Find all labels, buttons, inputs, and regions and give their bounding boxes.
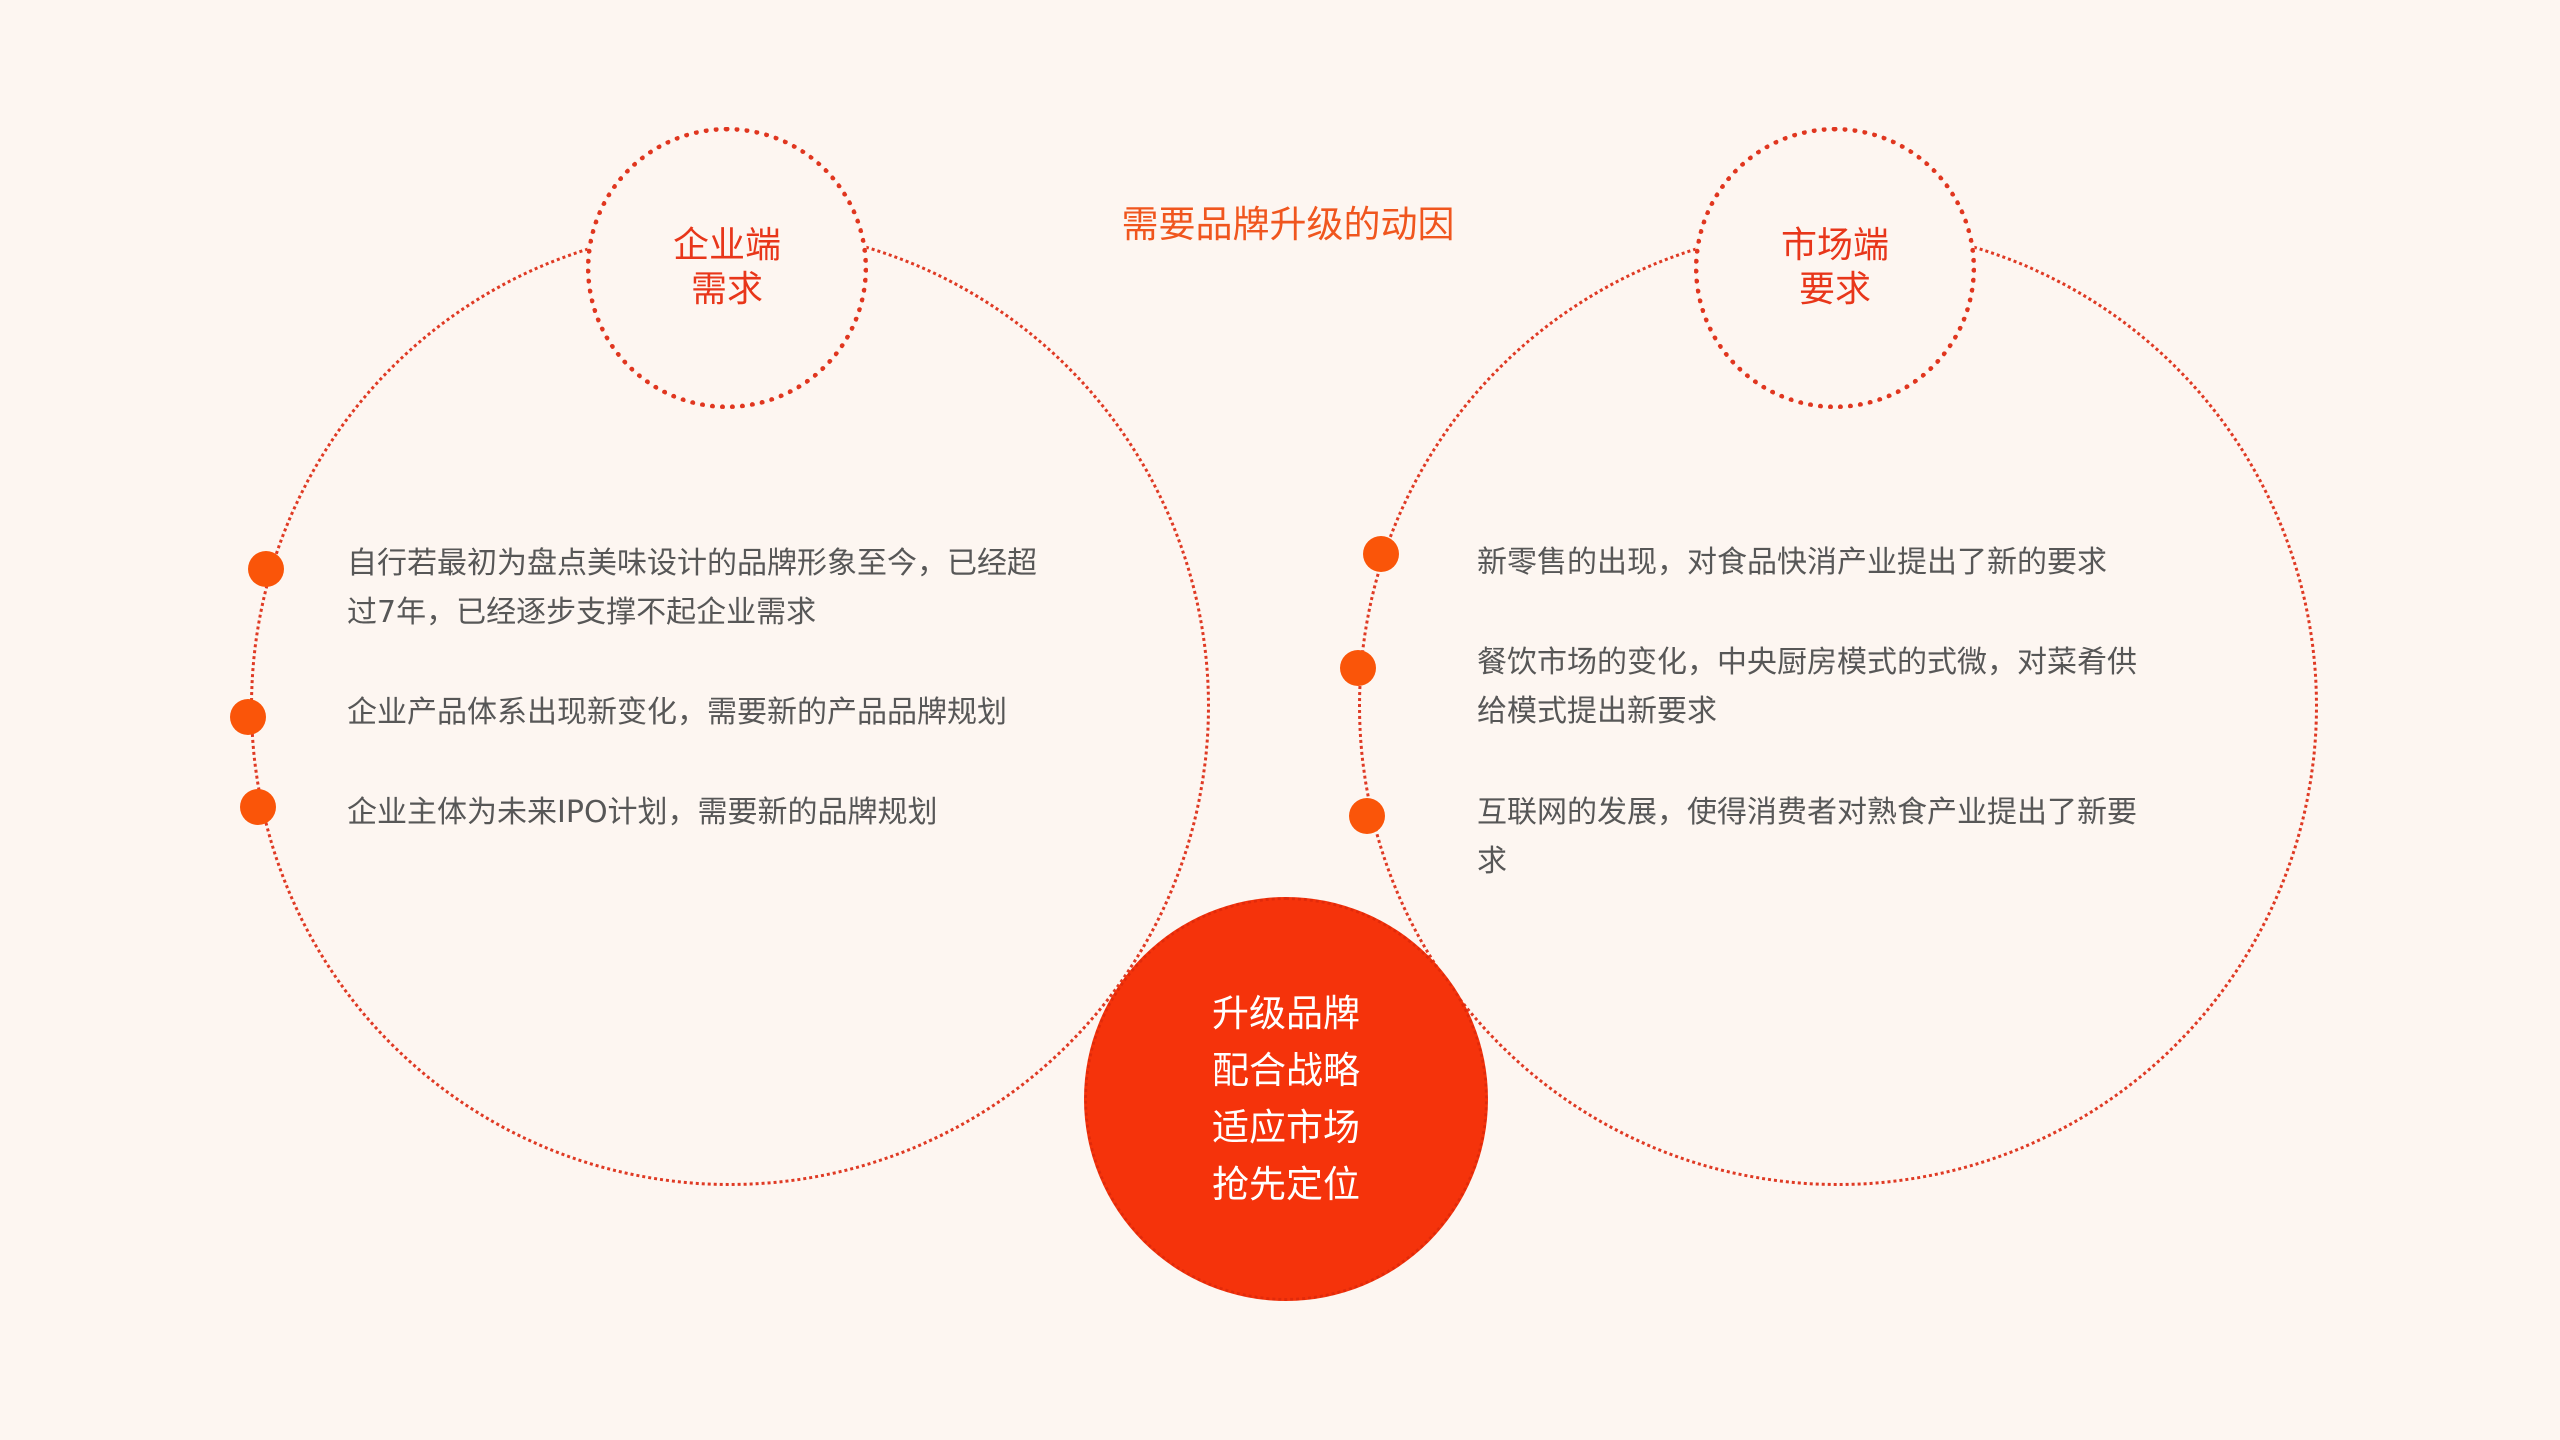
- left-item-1: 自行若最初为盘点美味设计的品牌形象至今，已经超 过7年，已经逐步支撑不起企业需求: [347, 546, 1037, 630]
- enterprise-demand-circle: 企业端 需求: [586, 127, 868, 409]
- bullet-dot-icon: [1363, 536, 1399, 572]
- left-item-3: 企业主体为未来IPO计划，需要新的品牌规划: [347, 795, 938, 830]
- market-requirement-circle: 市场端 要求: [1694, 127, 1976, 409]
- enterprise-demand-label: 企业端 需求: [672, 225, 781, 310]
- core-strategy-circle: 升级品牌 配合战略 适应市场 抢先定位: [1084, 897, 1488, 1301]
- core-line-1: 升级品牌: [1212, 992, 1360, 1035]
- core-strategy-text: 升级品牌 配合战略 适应市场 抢先定位: [1212, 985, 1360, 1213]
- core-line-2: 配合战略: [1212, 1049, 1360, 1092]
- core-line-3: 适应市场: [1212, 1106, 1360, 1149]
- bullet-dot-icon: [230, 699, 266, 735]
- diagram-title: 需要品牌升级的动因: [1121, 203, 1455, 246]
- core-line-4: 抢先定位: [1212, 1163, 1360, 1206]
- bullet-dot-icon: [240, 789, 276, 825]
- left-item-2: 企业产品体系出现新变化，需要新的产品品牌规划: [347, 695, 1007, 730]
- bullet-dot-icon: [1349, 798, 1385, 834]
- bullet-dot-icon: [1340, 650, 1376, 686]
- bullet-dot-icon: [248, 551, 284, 587]
- right-item-1: 新零售的出现，对食品快消产业提出了新的要求: [1477, 545, 2107, 580]
- right-item-2: 餐饮市场的变化，中央厨房模式的式微，对菜肴供 给模式提出新要求: [1477, 645, 2137, 729]
- market-requirement-label: 市场端 要求: [1780, 225, 1889, 310]
- right-item-3: 互联网的发展，使得消费者对熟食产业提出了新要 求: [1477, 795, 2137, 879]
